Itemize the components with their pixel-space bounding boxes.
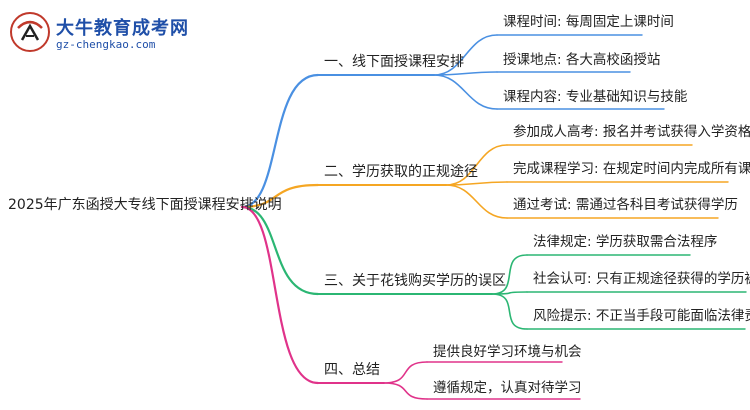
leaf-node: 提供良好学习环境与机会 [433,344,582,360]
bull-logo-icon [10,12,50,52]
site-logo[interactable]: 大牛教育成考网 gz-chengkao.com [8,8,198,56]
branch-leaf-connector [445,184,508,219]
logo-title: 大牛教育成考网 [56,18,189,39]
branch-leaf-connector [491,293,528,330]
branch-leaf-connector [491,254,528,295]
leaf-node: 法律规定: 学历获取需合法程序 [533,234,718,250]
branch-leaf-connector [445,144,508,186]
branch-node-4: 四、总结 [324,362,380,378]
branch-node-3: 三、关于花钱购买学历的误区 [324,273,506,289]
leaf-node: 遵循规定，认真对待学习 [433,380,582,396]
leaf-node: 课程时间: 每周固定上课时间 [503,14,674,30]
root-branch-connector [240,205,320,296]
root-node: 2025年广东函授大专线下面授课程安排说明 [8,197,282,213]
leaf-node: 社会认可: 只有正规途径获得的学历被认可 [533,271,750,287]
leaf-node: 风险提示: 不正当手段可能面临法律责任 [533,308,750,324]
leaf-node: 授课地点: 各大高校函授站 [503,52,661,68]
branch-leaf-connector [433,34,498,76]
branch-leaf-connector [383,361,428,384]
branch-node-1: 一、线下面授课程安排 [324,54,464,70]
branch-leaf-connector [383,382,428,400]
leaf-node: 通过考试: 需通过各科目考试获得学历 [513,197,738,213]
leaf-node: 课程内容: 专业基础知识与技能 [503,89,688,105]
branch-leaf-connector [433,71,498,76]
branch-leaf-connector [491,291,528,295]
branch-node-2: 二、学历获取的正规途径 [324,164,478,180]
leaf-node: 参加成人高考: 报名并考试获得入学资格 [513,124,750,140]
root-branch-connector [240,183,320,209]
branch-leaf-connector [433,74,498,110]
root-branch-connector [240,73,320,209]
logo-url: gz-chengkao.com [56,38,156,51]
leaf-node: 完成课程学习: 在规定时间内完成所有课程 [513,161,750,177]
root-branch-connector [240,205,320,385]
